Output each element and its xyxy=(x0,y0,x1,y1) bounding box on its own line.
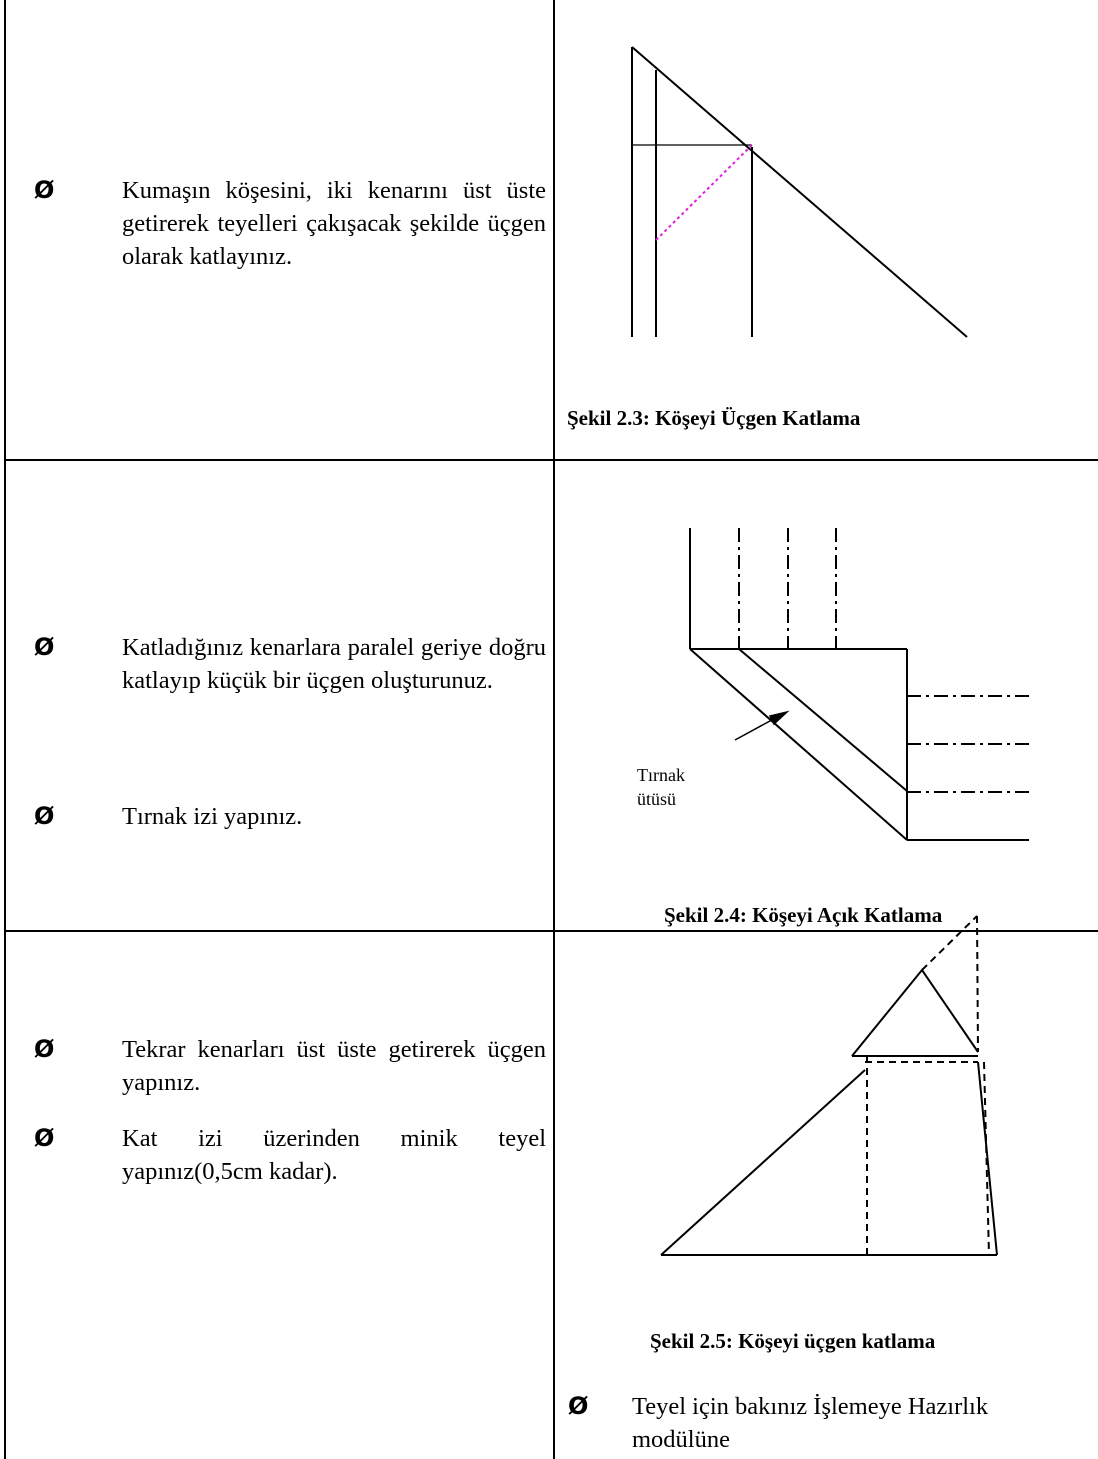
bullet-icon: Ø xyxy=(34,176,55,204)
bullet-icon: Ø xyxy=(34,1035,55,1063)
bullet-icon: Ø xyxy=(34,802,55,830)
bullet-icon: Ø xyxy=(34,633,55,661)
instruction-text: Tekrar kenarları üst üste getirerek üçge… xyxy=(122,1036,546,1096)
figure-caption: Şekil 2.3: Köşeyi Üçgen Katlama xyxy=(567,406,861,430)
figure-corner-triangle-fold xyxy=(631,46,968,338)
figure-caption: Şekil 2.4: Köşeyi Açık Katlama xyxy=(664,903,943,927)
figure-label-utusu: ütüsü xyxy=(637,789,677,809)
instruction-text: Tırnak izi yapınız. xyxy=(122,803,303,830)
note-text: Teyel için bakınız İşlemeye Hazırlık mod… xyxy=(632,1393,989,1453)
instruction-text: Kat izi üzerinden minik teyel yapınız(0,… xyxy=(122,1125,546,1185)
table-border-left xyxy=(4,0,6,1459)
figure-open-corner-fold xyxy=(689,528,1029,841)
table-row-divider xyxy=(4,930,1098,932)
figure-corner-triangle-fold-2 xyxy=(660,915,998,1256)
figure-label-tirnak: Tırnak xyxy=(637,765,685,785)
table-column-divider xyxy=(553,0,555,1459)
figure-caption: Şekil 2.5: Köşeyi üçgen katlama xyxy=(650,1329,936,1353)
bullet-icon: Ø xyxy=(34,1124,55,1152)
instruction-text: Kumaşın köşesini, iki kenarını üst üste … xyxy=(122,177,546,270)
table-row-divider xyxy=(4,459,1098,461)
bullet-icon: Ø xyxy=(568,1392,589,1420)
instruction-text: Katladığınız kenarlara paralel geriye do… xyxy=(122,634,546,694)
